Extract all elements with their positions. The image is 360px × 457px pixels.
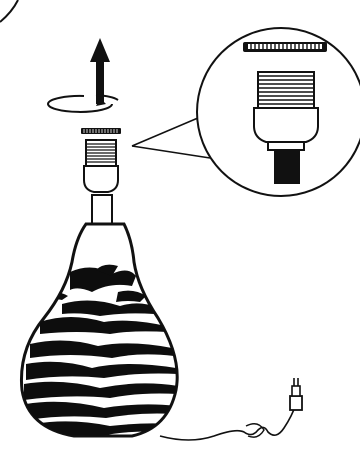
power-plug-icon xyxy=(290,378,302,410)
lamp-neck xyxy=(92,195,112,225)
magnified-threaded-ring xyxy=(243,42,327,52)
corner-arc xyxy=(0,0,18,22)
lamp-socket xyxy=(84,140,118,192)
power-cord xyxy=(160,404,296,440)
up-arrow-icon xyxy=(90,38,110,104)
rotation-arrow-icon xyxy=(48,95,118,112)
threaded-ring xyxy=(81,128,121,134)
